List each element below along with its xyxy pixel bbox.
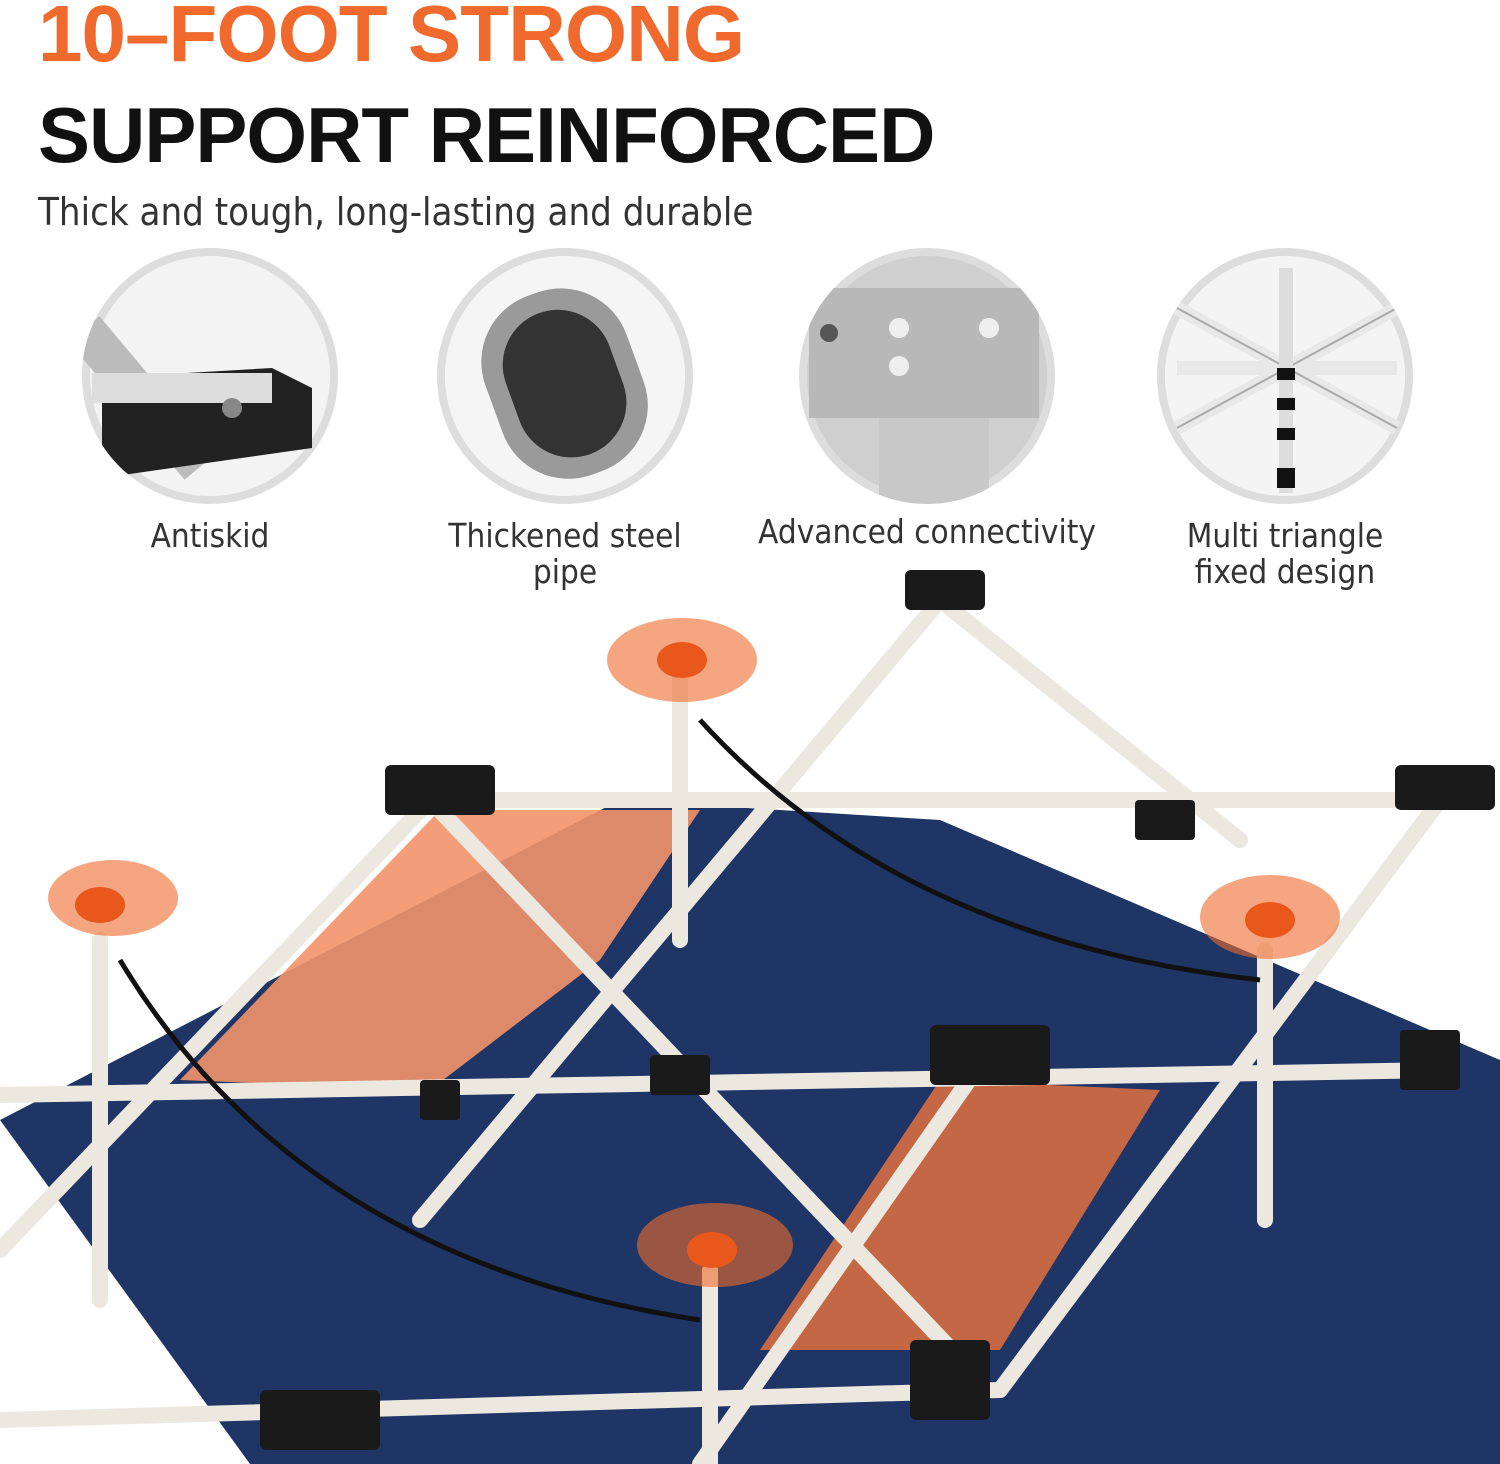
headline: SUPPORT REINFORCED bbox=[38, 91, 935, 179]
feature-label: Thickened steel pipe bbox=[448, 516, 682, 591]
antiskid-feet-highlights bbox=[48, 618, 1340, 1287]
connector-icon bbox=[799, 248, 1055, 504]
highlight-panel bbox=[760, 1080, 1160, 1350]
straps bbox=[117, 718, 1261, 1323]
steel-pipe-icon bbox=[437, 248, 693, 504]
feature-triangle: Multi triangle fixed design bbox=[1150, 248, 1420, 590]
feature-steel-pipe: Thickened steel pipe bbox=[430, 248, 700, 590]
headline-accent: 10–FOOT STRONG bbox=[38, 0, 745, 78]
cot-frame-illustration bbox=[0, 570, 1500, 1464]
feature-connectivity: Advanced connectivity bbox=[727, 248, 1127, 550]
feature-label: Antiskid bbox=[150, 516, 270, 555]
black-connectors bbox=[260, 570, 1495, 1450]
feature-antiskid: Antiskid bbox=[75, 248, 345, 554]
feature-label: Advanced connectivity bbox=[758, 512, 1096, 551]
frame-tubes bbox=[0, 592, 1448, 1464]
triangle-frame-icon bbox=[1157, 248, 1413, 504]
subtitle: Thick and tough, long-lasting and durabl… bbox=[38, 190, 754, 234]
antiskid-foot-icon bbox=[82, 248, 338, 504]
highlight-panel bbox=[180, 810, 700, 1090]
feature-label: Multi triangle fixed design bbox=[1186, 516, 1384, 591]
